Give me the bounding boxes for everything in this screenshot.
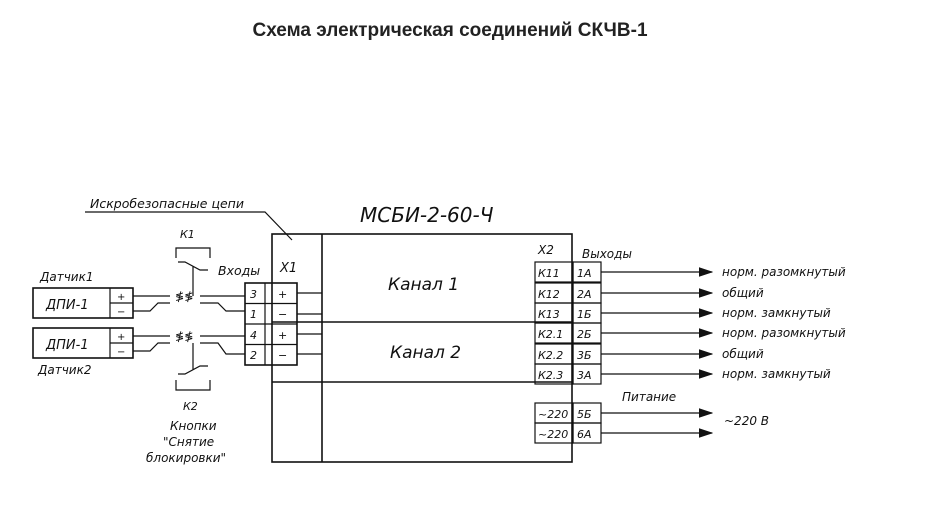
x1-label: X1: [279, 261, 297, 276]
x2-pin-label: 2Б: [577, 328, 592, 341]
x1-pol-2: −: [278, 349, 287, 362]
x2-pin-label: 3Б: [577, 349, 592, 362]
buttons-caption-2: "Снятие: [163, 435, 214, 449]
k1-label: К1: [180, 228, 195, 241]
inputs-label: Входы: [218, 263, 260, 278]
sensor-2-box: ДПИ-1 + −: [32, 327, 134, 359]
x2-contact-label: К2.1: [538, 328, 563, 341]
output-label: общий: [722, 347, 764, 361]
buttons-caption-1: Кнопки: [170, 419, 217, 433]
x2-contact-label: К2.3: [538, 369, 563, 382]
sensor-2-label: Датчик2: [37, 363, 92, 377]
output-label: норм. разомкнутый: [722, 265, 846, 279]
svg-text:+: +: [117, 292, 125, 303]
x2-pin-label: 5Б: [577, 408, 592, 421]
buttons-caption-3: блокировки": [146, 451, 226, 465]
svg-text:≸≸: ≸≸: [175, 330, 193, 343]
x2-pin-label: 6А: [577, 428, 592, 441]
x2-contact-label: ~220: [538, 428, 568, 441]
x2-pin-label: 2А: [577, 288, 592, 301]
outputs-label: Выходы: [582, 247, 632, 261]
x1-pol-1: −: [278, 308, 287, 321]
x1-pin-4: 4: [250, 329, 257, 342]
output-label: норм. замкнутый: [722, 306, 831, 320]
svg-text:−: −: [117, 307, 125, 318]
svg-text:+: +: [117, 332, 125, 343]
output-label: общий: [722, 286, 764, 300]
x1-terminal-block: 3 1 4 2 + − + −: [244, 282, 298, 366]
sensor-2-model: ДПИ-1: [45, 338, 89, 353]
x2-contact-label: К13: [538, 308, 560, 321]
x1-pin-3: 3: [250, 288, 257, 301]
svg-text:−: −: [117, 347, 125, 358]
power-label: Питание: [622, 390, 676, 404]
sensor-1-model: ДПИ-1: [45, 298, 89, 313]
x2-contact-label: К2.2: [538, 349, 563, 362]
channel-1-label: Канал 1: [388, 275, 459, 295]
x2-pin-label: 1А: [577, 267, 592, 280]
x2-label: X2: [537, 243, 554, 257]
sensor-1-label: Датчик1: [39, 270, 94, 284]
x1-pin-2: 2: [250, 349, 257, 362]
power-output-label: ~220 В: [724, 414, 769, 428]
sensor-1-box: ДПИ-1 + −: [32, 287, 134, 319]
x1-pol-4: +: [278, 329, 287, 342]
x2-pin-label: 1Б: [577, 308, 592, 321]
x2-contact-label: ~220: [538, 408, 568, 421]
x1-pin-1: 1: [250, 308, 257, 321]
intrinsic-label: Искробезопасные цепи: [90, 196, 244, 211]
x2-contact-label: К12: [538, 288, 560, 301]
channel-2-label: Канал 2: [390, 343, 461, 363]
k1-button-symbol: [175, 247, 211, 296]
k2-button-symbol: [175, 343, 211, 391]
output-label: норм. замкнутый: [722, 367, 831, 381]
svg-text:≸≸: ≸≸: [175, 290, 193, 303]
output-label: норм. разомкнутый: [722, 326, 846, 340]
x2-contact-label: К11: [538, 267, 560, 280]
device-box: [271, 233, 573, 463]
device-name: МСБИ-2-60-Ч: [360, 203, 494, 227]
k2-label: К2: [183, 400, 198, 413]
diagram-title: Схема электрическая соединений СКЧВ-1: [252, 20, 648, 41]
x1-pol-3: +: [278, 288, 287, 301]
x2-pin-label: 3А: [577, 369, 592, 382]
